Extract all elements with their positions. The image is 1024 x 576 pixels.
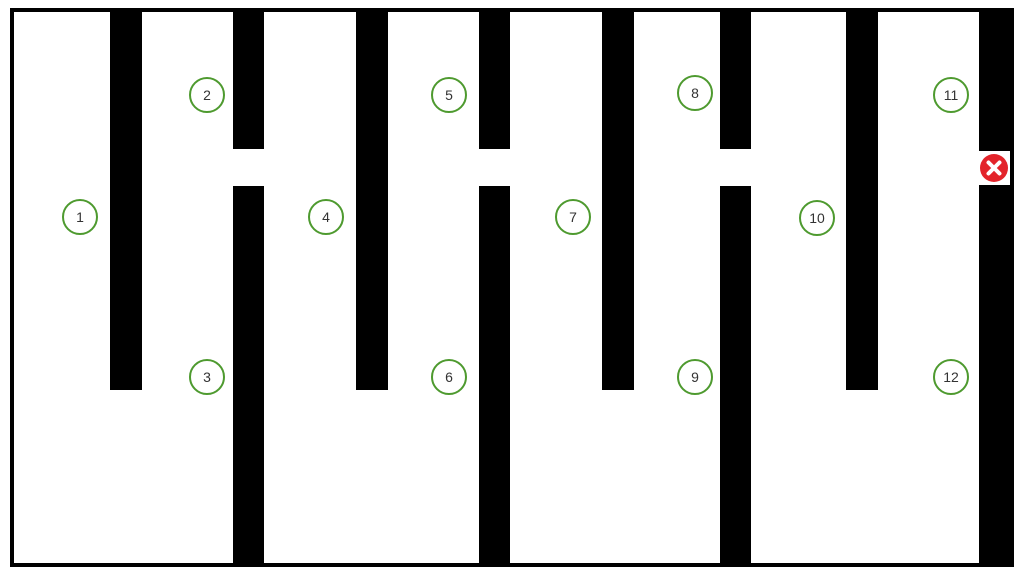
marker-4[interactable]: 4 [308,199,344,235]
wall [233,8,264,149]
marker-3[interactable]: 3 [189,359,225,395]
wall [479,186,510,567]
wall [720,8,751,149]
marker-9[interactable]: 9 [677,359,713,395]
wall [110,8,142,390]
marker-11[interactable]: 11 [933,77,969,113]
border-top [10,8,1014,12]
marker-12[interactable]: 12 [933,359,969,395]
wall [979,8,1014,567]
wall [479,8,510,149]
wall [846,8,878,390]
wall [720,186,751,567]
marker-8[interactable]: 8 [677,75,713,111]
marker-6[interactable]: 6 [431,359,467,395]
wall [602,8,634,390]
wall [233,186,264,567]
marker-2[interactable]: 2 [189,77,225,113]
wall [356,8,388,390]
goal-cell[interactable] [978,151,1010,185]
border-left [10,8,14,567]
marker-1[interactable]: 1 [62,199,98,235]
close-circle-icon [980,154,1008,182]
marker-5[interactable]: 5 [431,77,467,113]
marker-10[interactable]: 10 [799,200,835,236]
marker-7[interactable]: 7 [555,199,591,235]
border-bottom [10,563,1014,567]
